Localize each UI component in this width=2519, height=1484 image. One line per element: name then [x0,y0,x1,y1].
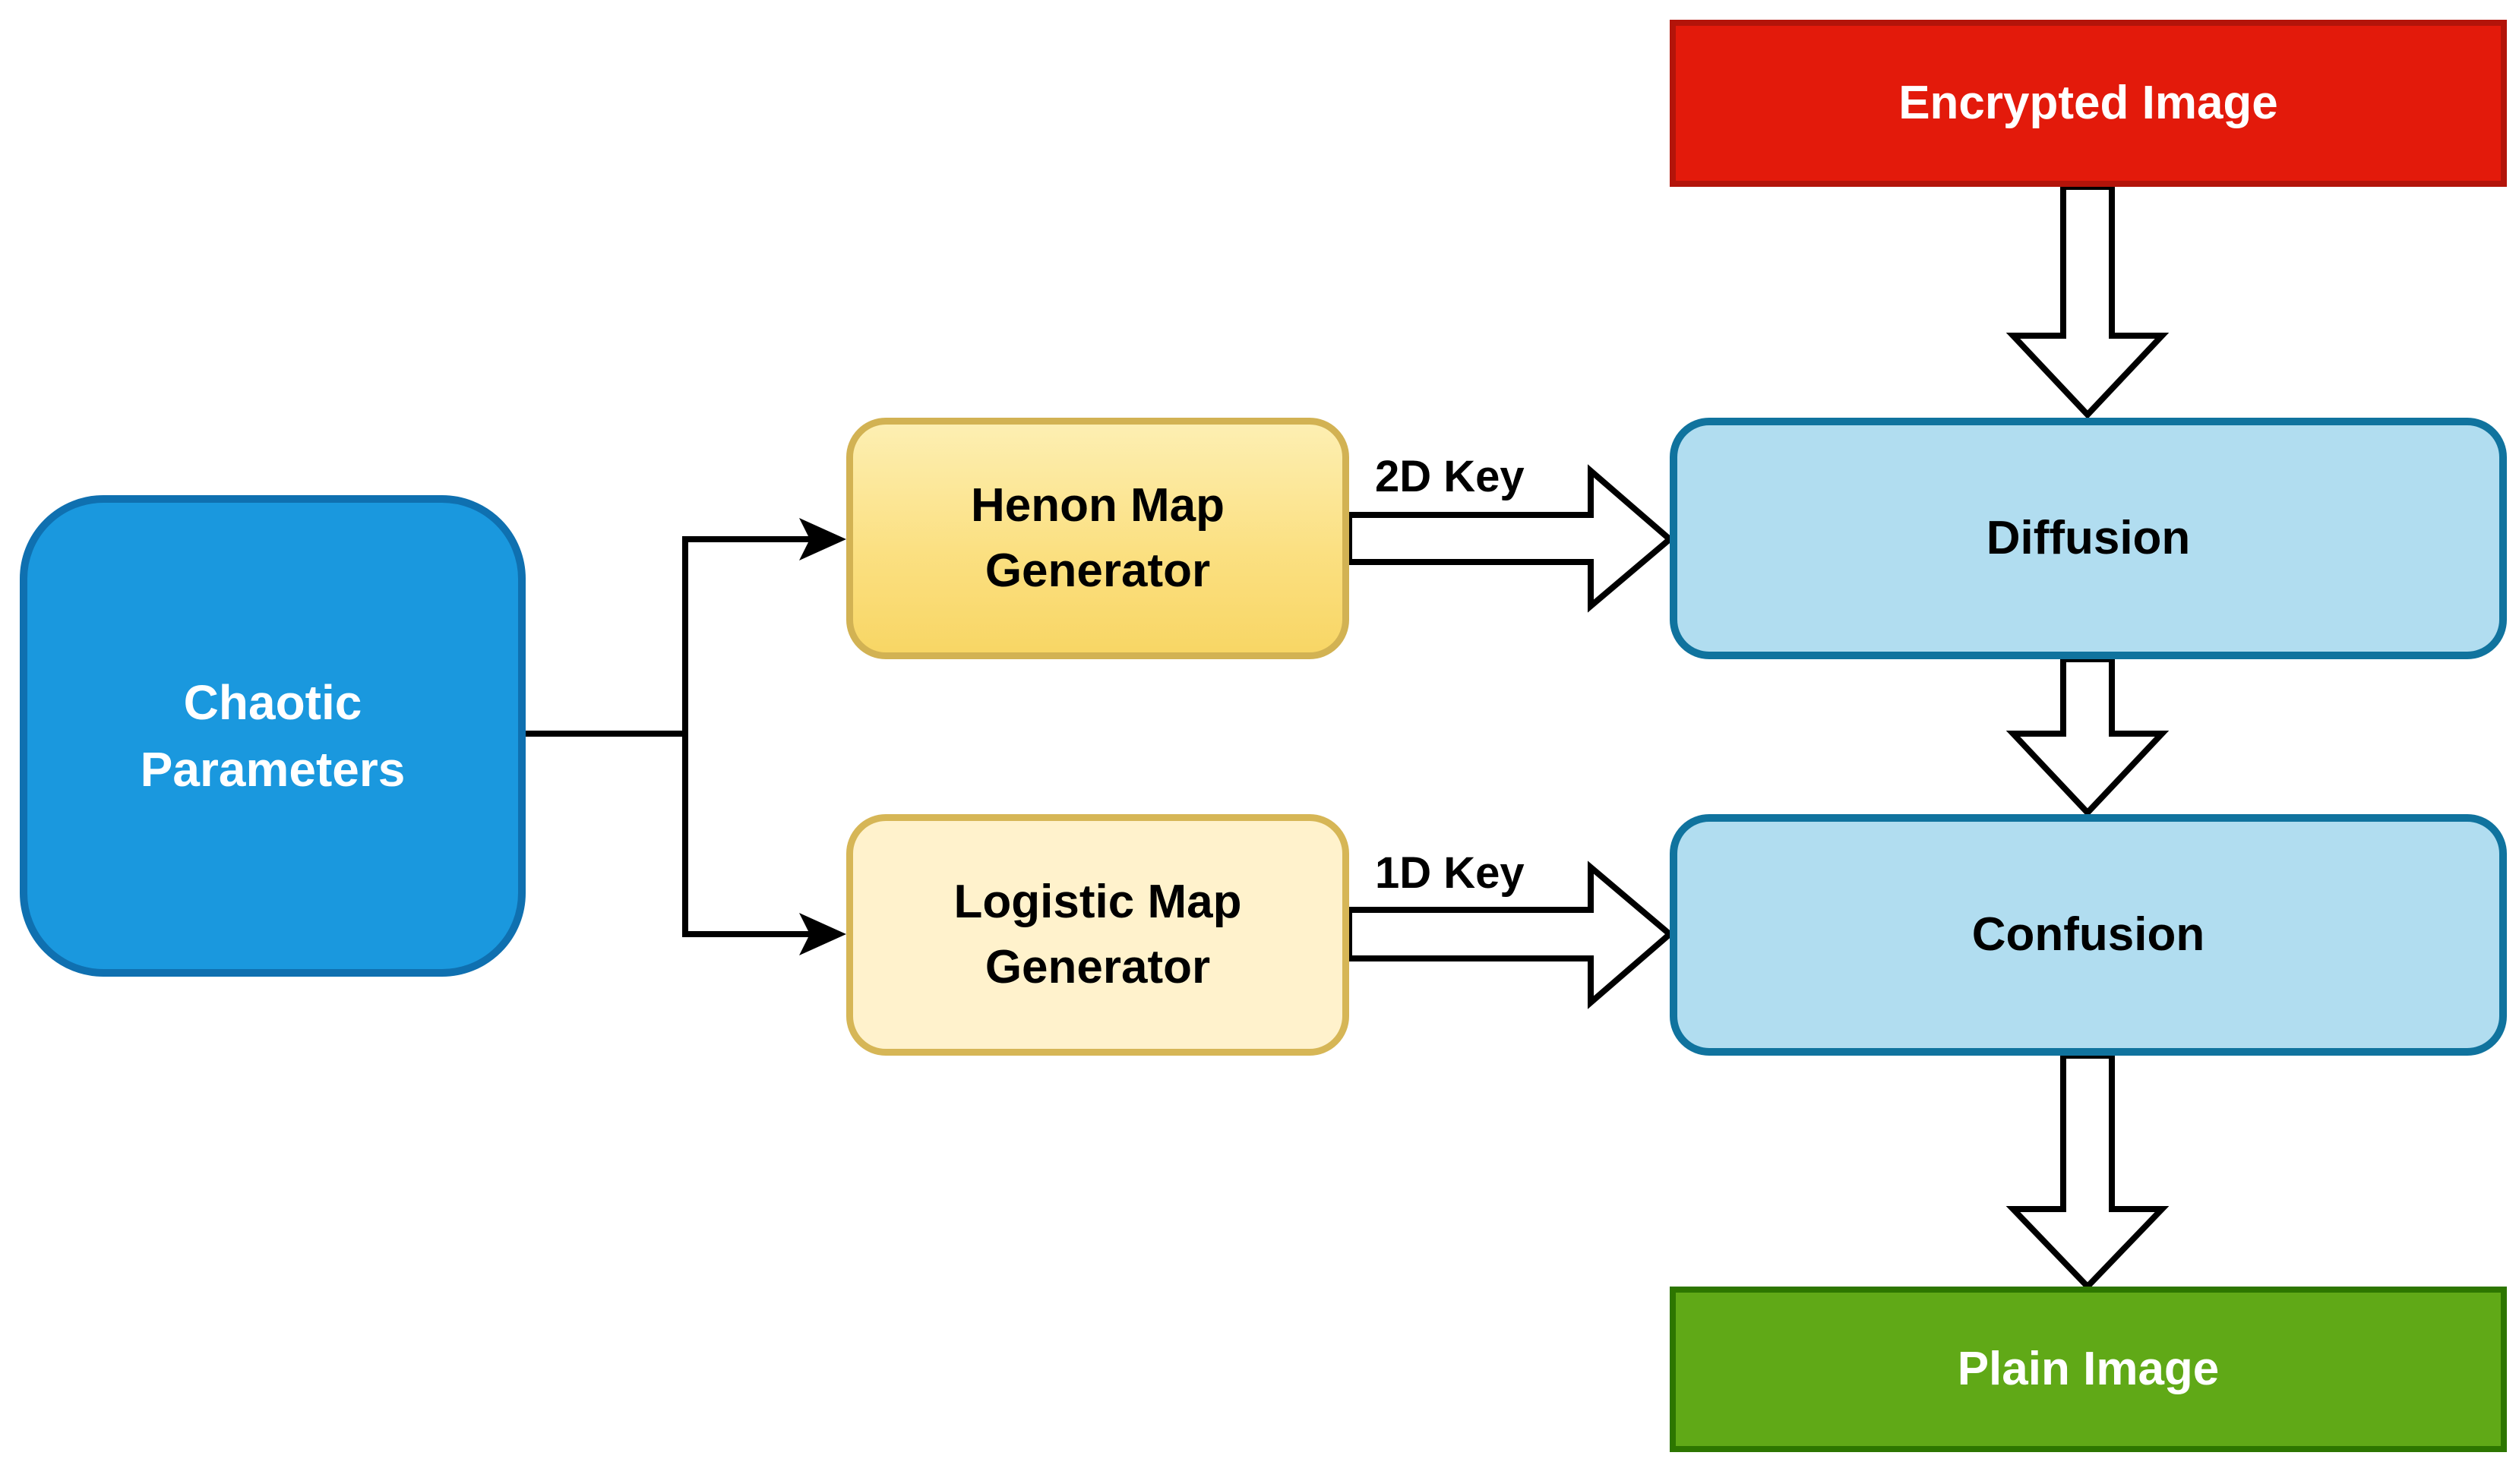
edge-label-2d-key: 2D Key [1375,452,1525,501]
henon-map-generator-label: Henon Map Generator [970,479,1225,597]
confusion-label: Confusion [1971,908,2205,961]
block-arrow-confusion-to-plain [2005,1053,2170,1291]
logistic-map-generator-node: Logistic Map Generator [846,814,1349,1056]
encrypted-image-node: Encrypted Image [1670,20,2507,187]
chaotic-parameters-node: Chaotic Parameters [20,495,526,977]
block-arrow-encrypted-to-diffusion [2005,184,2170,419]
arrowhead-to-logistic [799,913,846,955]
encrypted-image-label: Encrypted Image [1898,77,2278,130]
henon-map-generator-node: Henon Map Generator [846,418,1349,659]
confusion-node: Confusion [1670,814,2507,1056]
block-arrow-henon-to-diffusion [1346,464,1675,613]
diffusion-label: Diffusion [1986,512,2191,565]
split-connector [526,536,828,937]
diffusion-node: Diffusion [1670,418,2507,659]
block-arrow-logistic-to-confusion [1346,860,1675,1009]
logistic-map-generator-label: Logistic Map Generator [953,876,1242,993]
plain-image-node: Plain Image [1670,1287,2507,1452]
chaotic-parameters-label: Chaotic Parameters [140,674,406,797]
block-arrow-diffusion-to-confusion [2005,656,2170,817]
edge-label-1d-key: 1D Key [1375,848,1525,898]
plain-image-label: Plain Image [1957,1343,2220,1396]
arrowhead-to-henon [799,518,846,560]
